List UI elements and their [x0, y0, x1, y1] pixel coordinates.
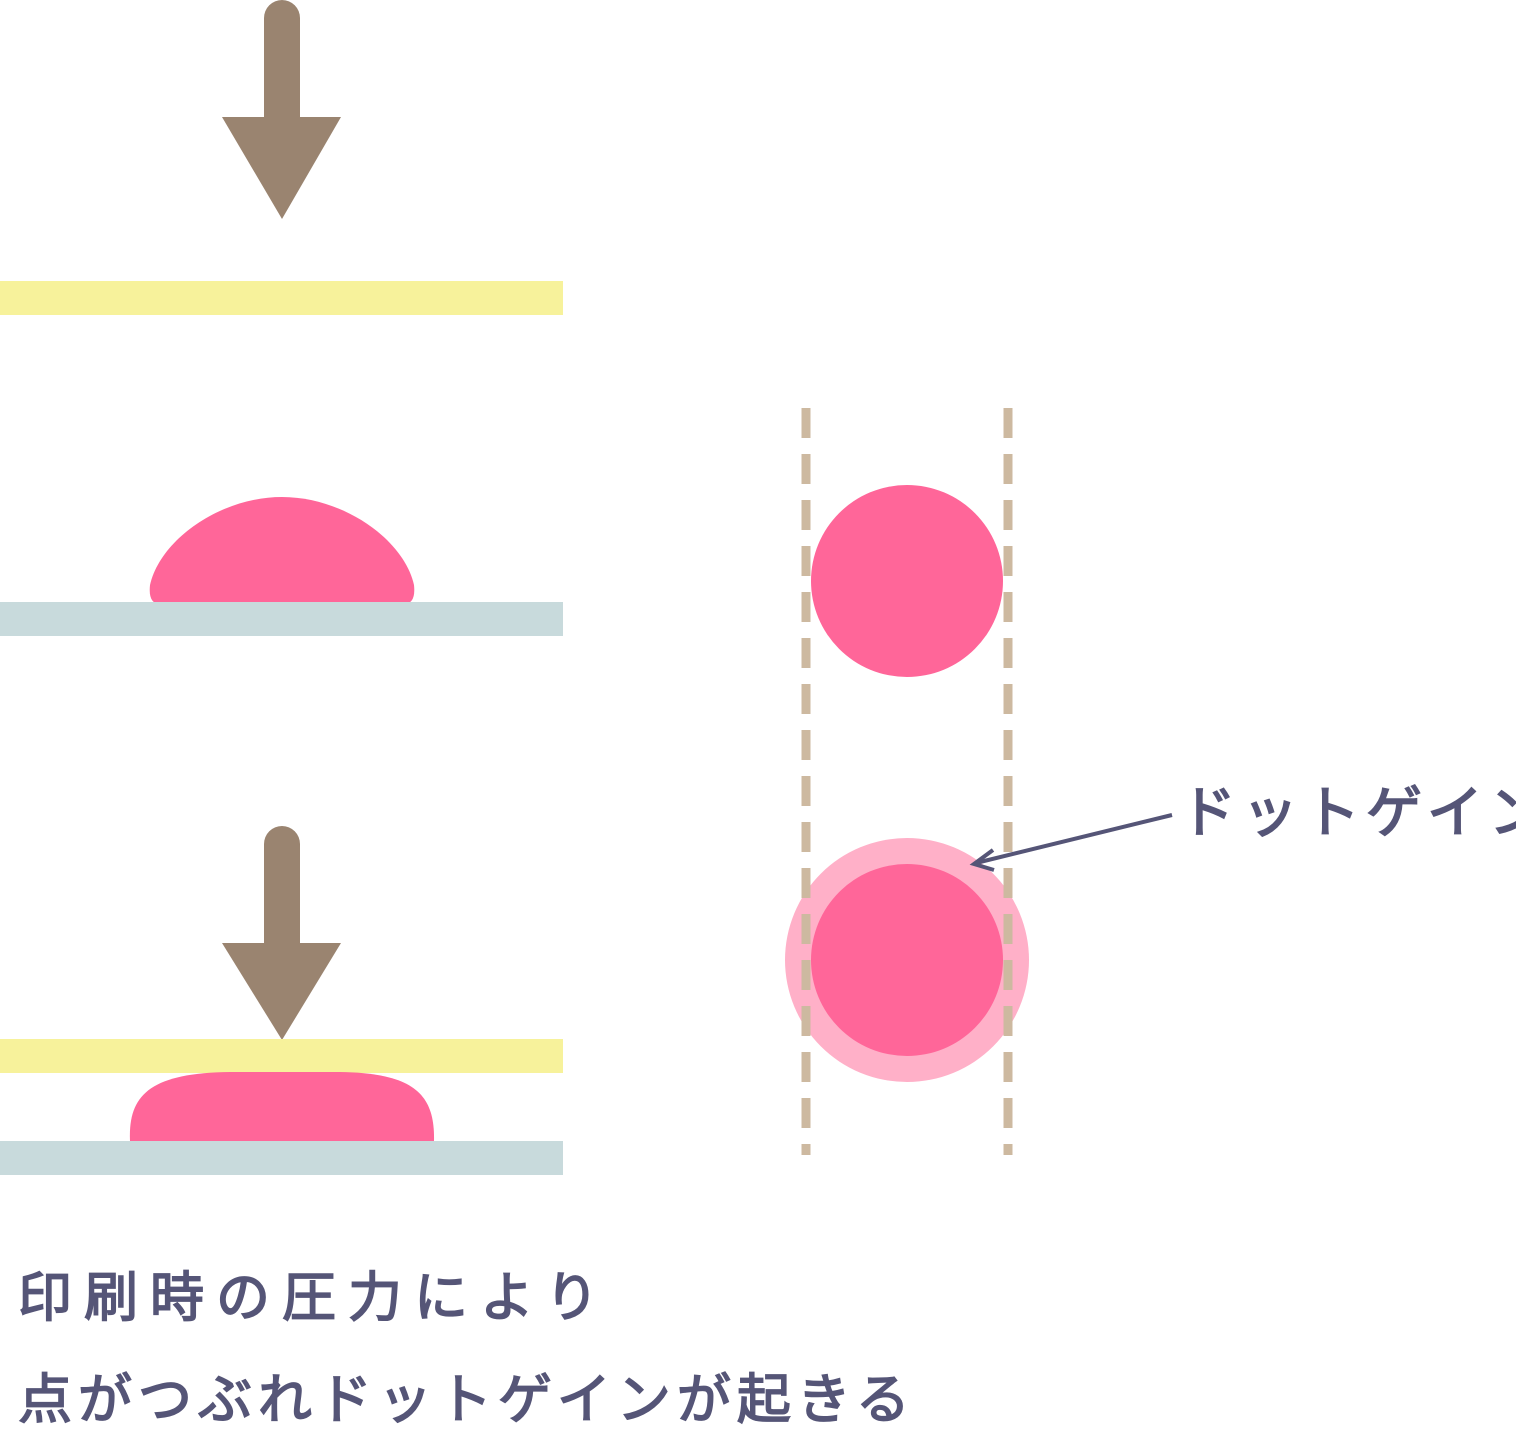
dot-pressed [811, 864, 1003, 1056]
paper-bar-top [0, 602, 563, 636]
pressure-arrow-icon-bottom [222, 826, 341, 1040]
dot-gain-label: ドットゲイン [1180, 781, 1516, 846]
plate-bar-bottom [0, 1039, 563, 1073]
pointer-arrow-icon [969, 813, 1173, 872]
paper-bar-bottom [0, 1141, 563, 1175]
plate-bar-top [0, 281, 563, 315]
caption-line-1: 印刷時の圧力により [18, 1266, 611, 1329]
pressure-arrow-icon-top [222, 0, 341, 219]
caption-line-2: 点がつぶれドットゲインが起きる [18, 1368, 916, 1431]
ink-squashed [129, 1072, 435, 1141]
ink-drop [149, 497, 415, 604]
dot-original [811, 485, 1003, 677]
